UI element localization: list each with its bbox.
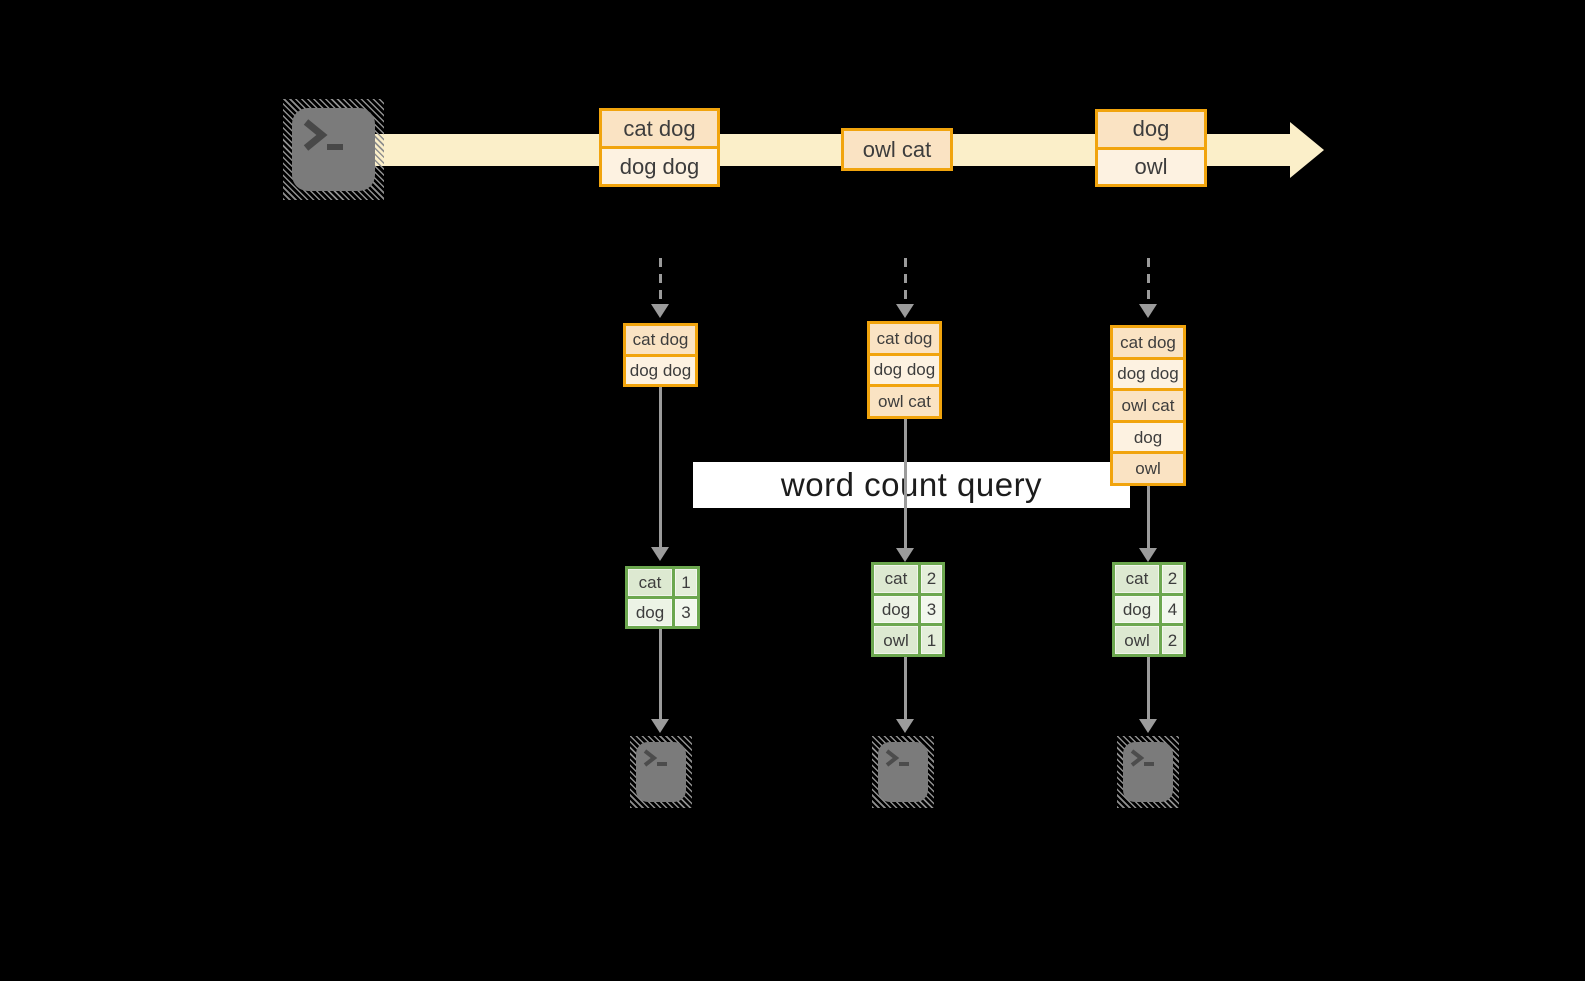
count-word-cell: owl: [874, 626, 918, 654]
record-line: cat dog: [602, 111, 717, 146]
count-word-cell: owl: [1115, 626, 1159, 654]
buffer-row: cat dog: [626, 326, 695, 354]
arrowhead-icon: [896, 719, 914, 733]
count-value-cell: 1: [921, 626, 942, 654]
record-line: dog: [1098, 112, 1204, 147]
terminal-body: [636, 742, 686, 802]
count-word-cell: cat: [628, 569, 672, 596]
count-value-cell: 3: [921, 595, 942, 624]
terminal-body: [292, 108, 375, 191]
buffer-row: owl cat: [870, 387, 939, 416]
arrowhead-icon: [896, 548, 914, 562]
count-value-cell: 3: [675, 599, 697, 626]
arrow-line: [1147, 657, 1150, 719]
query-banner: word count query: [693, 462, 1130, 508]
count-value-cell: 2: [1162, 626, 1183, 654]
buffer-stack-2: cat dog dog dog owl cat: [867, 321, 942, 419]
stream-arrowhead-icon: [1290, 122, 1324, 178]
buffer-row: dog dog: [1113, 359, 1183, 389]
prompt-icon: [885, 749, 909, 767]
prompt-icon: [1130, 749, 1154, 767]
terminal-body: [878, 742, 928, 802]
buffer-row: dog dog: [870, 355, 939, 385]
terminal-body: [1123, 742, 1173, 802]
terminal-source-icon: [283, 99, 384, 200]
arrowhead-icon: [651, 719, 669, 733]
stream-record-2: owl cat: [841, 128, 953, 171]
count-value-cell: 1: [675, 569, 697, 596]
count-word-cell: cat: [874, 565, 918, 593]
record-line: owl: [1098, 149, 1204, 184]
prompt-icon: [303, 119, 343, 151]
arrow-line: [659, 387, 662, 547]
count-word-cell: dog: [628, 599, 672, 626]
buffer-row: cat dog: [1113, 328, 1183, 357]
arrowhead-icon: [896, 304, 914, 318]
arrow-line: [659, 629, 662, 719]
buffer-stack-3: cat dog dog dog owl cat dog owl: [1110, 325, 1186, 486]
terminal-sink-icon: [872, 736, 934, 808]
dashed-arrow-line: [1147, 258, 1150, 304]
arrow-line: [904, 419, 907, 548]
count-table-3: cat 2 dog 4 owl 2: [1112, 562, 1186, 657]
record-line: owl cat: [844, 131, 950, 168]
arrowhead-icon: [1139, 719, 1157, 733]
arrow-line: [1147, 486, 1150, 548]
stream-record-1: cat dog dog dog: [599, 108, 720, 187]
record-line: dog dog: [602, 149, 717, 184]
count-table-1: cat 1 dog 3: [625, 566, 700, 629]
count-word-cell: cat: [1115, 565, 1159, 593]
terminal-sink-icon: [1117, 736, 1179, 808]
buffer-row: cat dog: [870, 324, 939, 353]
count-word-cell: dog: [1115, 595, 1159, 624]
count-value-cell: 2: [1162, 565, 1183, 593]
terminal-sink-icon: [630, 736, 692, 808]
count-table-2: cat 2 dog 3 owl 1: [871, 562, 945, 657]
buffer-row: dog dog: [626, 356, 695, 384]
count-word-cell: dog: [874, 595, 918, 624]
buffer-row: dog: [1113, 422, 1183, 452]
buffer-row: owl cat: [1113, 391, 1183, 420]
stream-record-3: dog owl: [1095, 109, 1207, 187]
query-label: word count query: [780, 466, 1043, 503]
arrow-line: [904, 657, 907, 719]
arrowhead-icon: [651, 304, 669, 318]
arrowhead-icon: [651, 547, 669, 561]
prompt-icon: [643, 749, 667, 767]
buffer-row: owl: [1113, 454, 1183, 483]
arrowhead-icon: [1139, 548, 1157, 562]
count-value-cell: 4: [1162, 595, 1183, 624]
count-value-cell: 2: [921, 565, 942, 593]
buffer-stack-1: cat dog dog dog: [623, 323, 698, 387]
dashed-arrow-line: [659, 258, 662, 304]
arrowhead-icon: [1139, 304, 1157, 318]
dashed-arrow-line: [904, 258, 907, 304]
